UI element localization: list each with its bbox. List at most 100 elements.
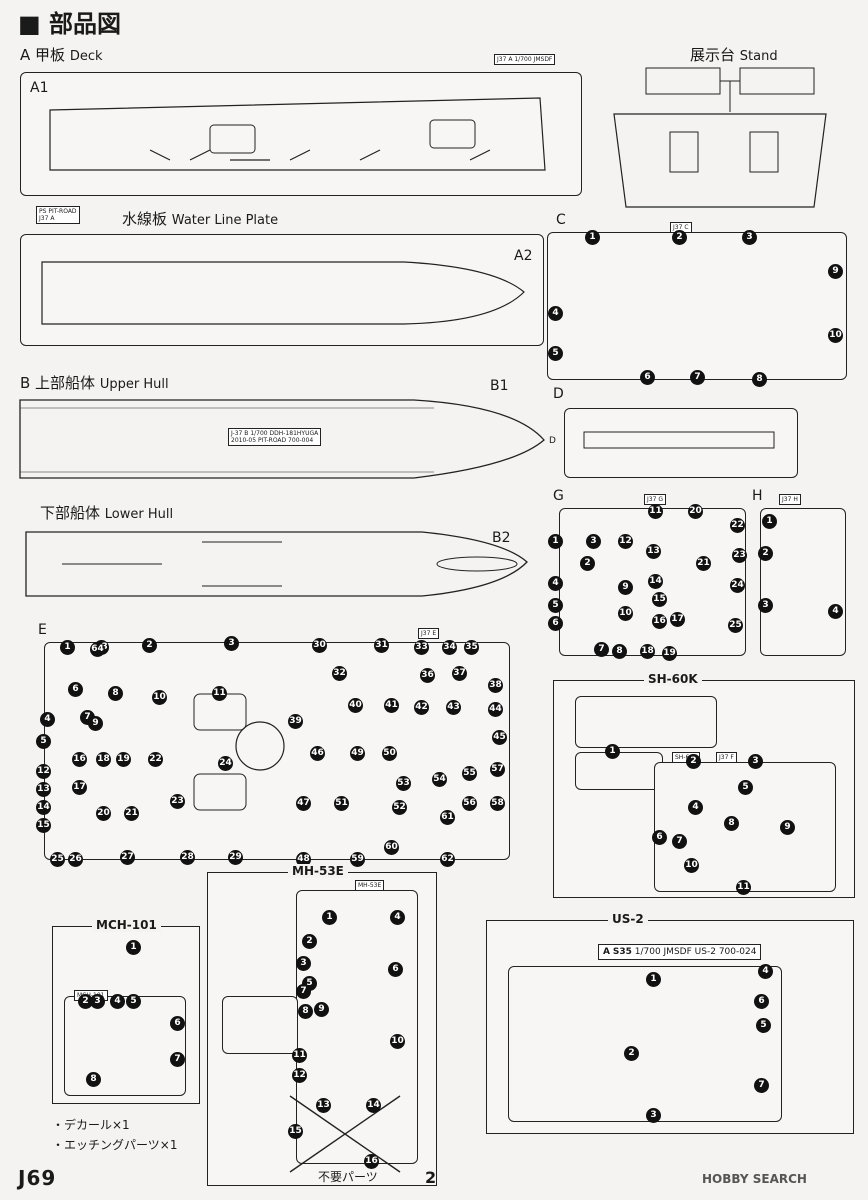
e-part-18: 18 [96,752,111,767]
e-part-34: 34 [442,640,457,655]
g-part-23: 23 [732,548,747,563]
g-part-8: 8 [612,644,627,659]
mh-part-16: 16 [364,1154,379,1169]
c-part-2: 2 [672,230,687,245]
watermark: HOBBY SEARCH [702,1172,807,1186]
e-part-48: 48 [296,852,311,867]
mch-part-7: 7 [170,1052,185,1067]
g-part-7: 7 [594,642,609,657]
note-decal: ・デカール×1 [52,1118,130,1132]
g-part-24: 24 [730,578,745,593]
g-part-22: 22 [730,518,745,533]
part-b1-label: B1 [490,378,509,394]
stand-en: Stand [739,49,778,64]
mh-part-7: 7 [296,984,311,999]
e-part-58: 58 [490,796,505,811]
g-part-16: 16 [652,614,667,629]
e-part-8: 8 [108,686,123,701]
e-part-3: 3 [224,636,239,651]
e-part-45: 45 [492,730,507,745]
sprue-d-part [583,431,775,449]
e-part-36: 36 [420,668,435,683]
sprue-h-tag: J37 H [779,494,801,505]
g-part-6: 6 [548,616,563,631]
lower-hull-outline [25,531,528,597]
section-a-en: Deck [69,49,103,64]
mch-part-6: 6 [170,1016,185,1031]
page-number: 2 [425,1168,437,1187]
us2-tag-line2: US-2 [694,947,716,957]
c-part-7: 7 [690,370,705,385]
sh-part-5: 5 [738,780,753,795]
e-part-35: 35 [464,640,479,655]
e-part-43: 43 [446,700,461,715]
sprue-d [564,408,798,478]
e-part-52: 52 [392,800,407,815]
mh-part-1: 1 [322,910,337,925]
mh-part-11: 11 [292,1048,307,1063]
sh-part-8: 8 [724,816,739,831]
section-a-ja: A 甲板 [20,46,66,64]
us2-part-6: 6 [754,994,769,1009]
section-b2-en: Lower Hull [104,507,174,522]
g-part-11: 11 [648,504,663,519]
sprue-h [760,508,846,656]
c-part-8: 8 [752,372,767,387]
g-part-19: 19 [662,646,677,661]
us2-part-2: 2 [624,1046,639,1061]
stand-drawing [613,67,827,208]
sprue-sh60k-top [575,696,717,748]
e-part-62: 62 [440,852,455,867]
e-part-46: 46 [310,746,325,761]
h-part-3: 3 [758,598,773,613]
e-part-22: 22 [148,752,163,767]
e-part-32: 32 [332,666,347,681]
e-part-19: 19 [116,752,131,767]
us2-part-4: 4 [758,964,773,979]
c-part-3: 3 [742,230,757,245]
e-part-47: 47 [296,796,311,811]
sprue-c [547,232,847,380]
sh-part-4: 4 [688,800,703,815]
g-part-10: 10 [618,606,633,621]
mch-part-3: 3 [90,994,105,1009]
e-part-49: 49 [350,746,365,761]
mh-part-6: 6 [388,962,403,977]
e-part-10: 10 [152,690,167,705]
mch-part-1: 1 [126,940,141,955]
c-part-10: 10 [828,328,843,343]
kit-mh53e-label: MH-53E [288,864,348,878]
h-part-1: 1 [762,514,777,529]
unneeded-parts-label: 不要パーツ [318,1170,378,1184]
e-part-16: 16 [72,752,87,767]
e-part-27: 27 [120,850,135,865]
waterline-plate-outline [41,261,525,325]
e-part-17: 17 [72,780,87,795]
upper-hull-outline [19,399,545,479]
e-part-39: 39 [288,714,303,729]
g-part-1: 1 [548,534,563,549]
waterline-ja: 水線板 [122,210,168,228]
e-part-57: 57 [490,762,505,777]
e-part-24: 24 [218,756,233,771]
us2-part-1: 1 [646,972,661,987]
waterline-tag: PS PIT-ROAD J37 A [36,206,80,224]
sh-part-3: 3 [748,754,763,769]
section-d-label: D [553,386,564,402]
sprue-sh60k-f-tag: J37 F [716,752,737,763]
sprue-us2-tag: A S35 1/700 JMSDF US-2 700-024 [598,944,762,960]
e-part-20: 20 [96,806,111,821]
e-part-40: 40 [348,698,363,713]
e-part-23: 23 [170,794,185,809]
g-part-13: 13 [646,544,661,559]
us2-part-7: 7 [754,1078,769,1093]
sprue-mh53e-side [222,996,298,1054]
e-part-54: 54 [432,772,447,787]
e-part-55: 55 [462,766,477,781]
page-title: ■ 部品図 [18,10,122,38]
us2-tag-line3: 700-024 [718,947,757,957]
sprue-e-center-ring [235,721,285,771]
mch-part-5: 5 [126,994,141,1009]
h-part-4: 4 [828,604,843,619]
e-part-28: 28 [180,850,195,865]
